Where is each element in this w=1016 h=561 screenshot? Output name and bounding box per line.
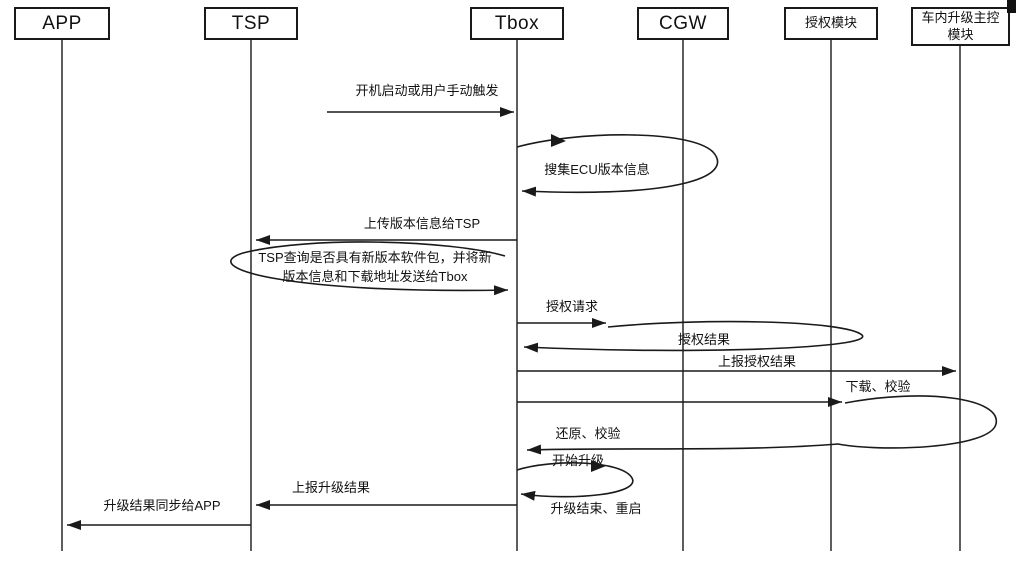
- message-label-sync-app: 升级结果同步给APP: [103, 498, 220, 513]
- arrowhead-start-upgrade: [591, 460, 606, 472]
- message-label-upload-version: 上传版本信息给TSP: [364, 216, 480, 231]
- participant-label-tsp: TSP: [231, 12, 271, 34]
- message-label-report-upgrade: 上报升级结果: [292, 480, 370, 495]
- participant-box-master: 车内升级主控 模块: [911, 7, 1010, 46]
- message-label-report-auth: 上报授权结果: [718, 354, 796, 369]
- participant-label-master-line1: 车内升级主控: [921, 9, 1000, 25]
- top-right-mark: [1007, 0, 1016, 13]
- self-loop-collect-ecu: [516, 134, 719, 197]
- participant-box-cgw: CGW: [637, 7, 729, 40]
- participant-box-tbox: Tbox: [470, 7, 564, 40]
- message-label-tsp-query-line1: TSP查询是否具有新版本软件包，并将新: [258, 250, 491, 265]
- self-loop-tsp-query: [230, 241, 509, 296]
- participant-label-app: APP: [42, 12, 82, 34]
- message-label-auth-result: 授权结果: [678, 332, 730, 347]
- participant-box-app: APP: [14, 7, 110, 40]
- participant-box-tsp: TSP: [204, 7, 298, 40]
- message-label-collect-ecu: 搜集ECU版本信息: [544, 162, 649, 177]
- loop-auth-result: [523, 320, 864, 353]
- participant-label-tbox: Tbox: [494, 12, 540, 34]
- participant-label-master-line2: 模块: [947, 26, 974, 42]
- message-label-tsp-query-line2: 版本信息和下载地址发送给Tbox: [283, 269, 468, 284]
- participant-label-auth: 授权模块: [804, 15, 857, 31]
- message-label-auth-request: 授权请求: [546, 299, 598, 314]
- message-label-download-verify: 下载、校验: [845, 379, 910, 394]
- participant-box-auth: 授权模块: [784, 7, 878, 40]
- message-label-upgrade-done: 升级结束、重启: [550, 501, 641, 516]
- message-label-trigger: 开机启动或用户手动触发: [355, 83, 498, 98]
- self-loop-upgrade: [516, 462, 634, 501]
- participant-label-cgw: CGW: [659, 12, 707, 34]
- loop-restore-verify: [526, 395, 997, 455]
- arrowhead-collect-ecu: [551, 134, 566, 147]
- message-label-restore-verify: 还原、校验: [555, 426, 620, 441]
